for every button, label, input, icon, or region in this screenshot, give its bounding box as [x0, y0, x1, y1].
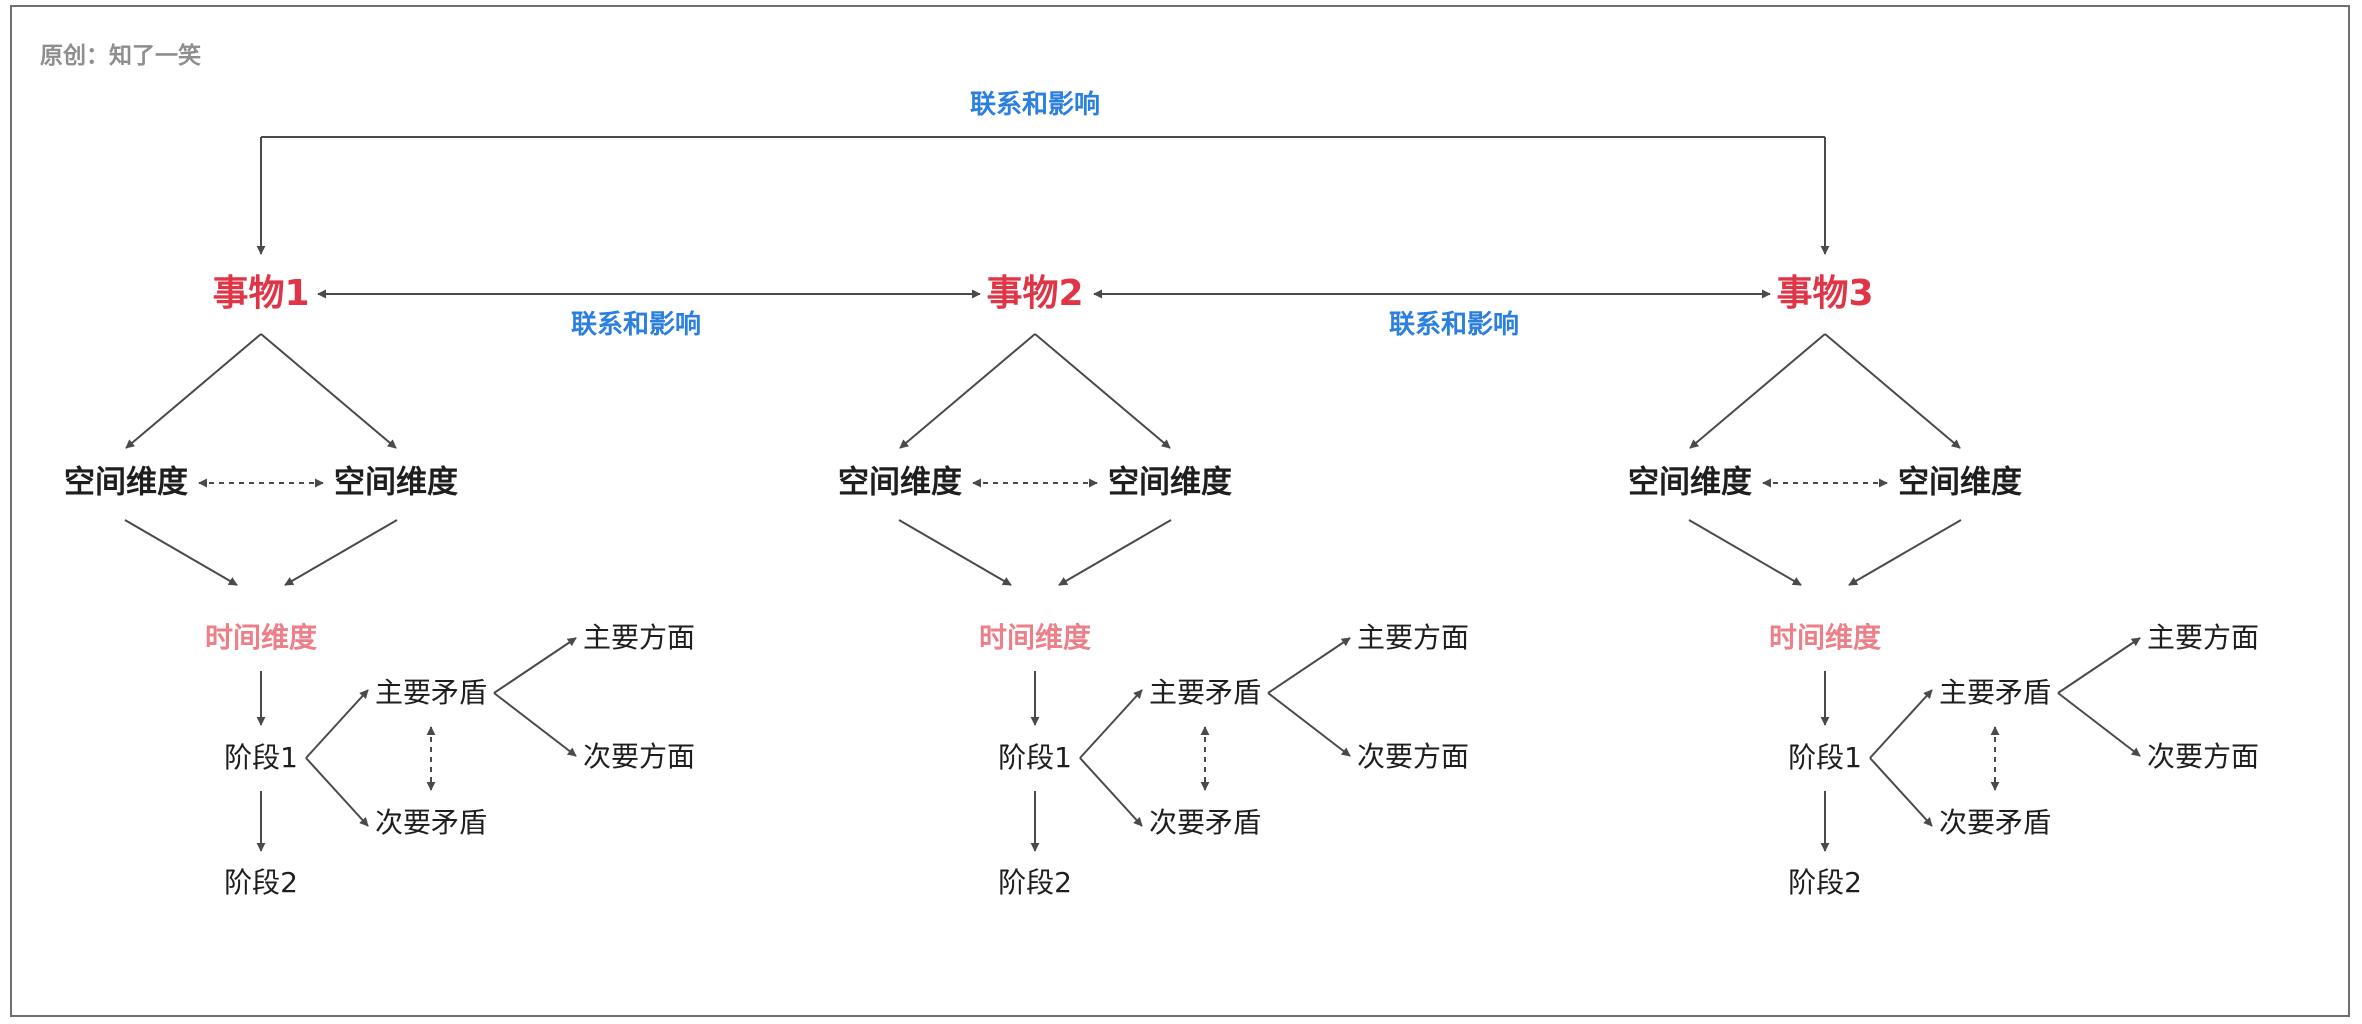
- stage-2: 阶段2: [1788, 866, 1862, 899]
- main-contradiction: 主要矛盾: [374, 676, 488, 709]
- secondary-aspect: 次要方面: [2146, 740, 2260, 773]
- g1-arrow-space-left-to-time: [124, 519, 238, 586]
- time-dimension: 时间维度: [1768, 621, 1882, 654]
- space-dimension-right: 空间维度: [1108, 464, 1232, 501]
- secondary-contradiction: 次要矛盾: [1148, 806, 1262, 839]
- g3-arrow-main-contradiction-to-secondary-aspect: [2057, 692, 2141, 757]
- g2-arrow-space-left-to-time: [898, 519, 1012, 586]
- stage-1: 阶段1: [224, 741, 298, 774]
- diagram-frame: [10, 5, 2350, 1017]
- thing-node: 事物2: [986, 273, 1084, 314]
- g3-arrow-main-contradiction-to-main-aspect: [2057, 637, 2141, 694]
- g2-arrow-thing-to-space-left: [899, 333, 1036, 449]
- credit-label: 原创：知了一笑: [40, 43, 201, 69]
- stage-2: 阶段2: [224, 866, 298, 899]
- thing-node: 事物3: [1776, 273, 1874, 314]
- secondary-contradiction: 次要矛盾: [1938, 806, 2052, 839]
- relation-label-2-3: 联系和影响: [1388, 310, 1520, 340]
- g2-arrow-thing-to-space-right: [1034, 333, 1171, 449]
- g3-arrow-thing-to-space-left: [1689, 333, 1826, 449]
- g2-arrow-main-contradiction-to-secondary-aspect: [1267, 692, 1351, 757]
- g1-arrow-stage1-to-secondary-contradiction: [305, 757, 369, 827]
- time-dimension: 时间维度: [978, 621, 1092, 654]
- g3-arrow-space-right-to-time: [1848, 519, 1962, 586]
- stage-2: 阶段2: [998, 866, 1072, 899]
- g2-arrow-main-contradiction-to-main-aspect: [1267, 637, 1351, 694]
- stage-1: 阶段1: [998, 741, 1072, 774]
- main-contradiction: 主要矛盾: [1938, 676, 2052, 709]
- secondary-aspect: 次要方面: [1356, 740, 1470, 773]
- g3-arrow-stage1-to-secondary-contradiction: [1869, 757, 1933, 827]
- thing-node: 事物1: [212, 273, 310, 314]
- secondary-aspect: 次要方面: [582, 740, 696, 773]
- space-dimension-left: 空间维度: [838, 464, 962, 501]
- g1-arrow-main-contradiction-to-main-aspect: [493, 637, 577, 694]
- g1-arrow-main-contradiction-to-secondary-aspect: [493, 692, 577, 757]
- secondary-contradiction: 次要矛盾: [374, 806, 488, 839]
- g1-arrow-space-right-to-time: [284, 519, 398, 586]
- g3-arrow-space-left-to-time: [1688, 519, 1802, 586]
- g1-arrow-thing-to-space-left: [125, 333, 262, 449]
- main-aspect: 主要方面: [1356, 621, 1470, 654]
- g1-arrow-stage1-to-main-contradiction: [305, 689, 369, 759]
- space-dimension-left: 空间维度: [1628, 464, 1752, 501]
- relation-label-1-2: 联系和影响: [570, 310, 702, 340]
- main-aspect: 主要方面: [2146, 621, 2260, 654]
- time-dimension: 时间维度: [204, 621, 318, 654]
- g2-arrow-stage1-to-secondary-contradiction: [1079, 757, 1143, 827]
- top-relation-label: 联系和影响: [969, 90, 1101, 120]
- stage-1: 阶段1: [1788, 741, 1862, 774]
- main-aspect: 主要方面: [582, 621, 696, 654]
- space-dimension-right: 空间维度: [1898, 464, 2022, 501]
- g2-arrow-space-right-to-time: [1058, 519, 1172, 586]
- g3-arrow-stage1-to-main-contradiction: [1869, 689, 1933, 759]
- g2-arrow-stage1-to-main-contradiction: [1079, 689, 1143, 759]
- space-dimension-right: 空间维度: [334, 464, 458, 501]
- g3-arrow-thing-to-space-right: [1824, 333, 1961, 449]
- main-contradiction: 主要矛盾: [1148, 676, 1262, 709]
- g1-arrow-thing-to-space-right: [260, 333, 397, 449]
- space-dimension-left: 空间维度: [64, 464, 188, 501]
